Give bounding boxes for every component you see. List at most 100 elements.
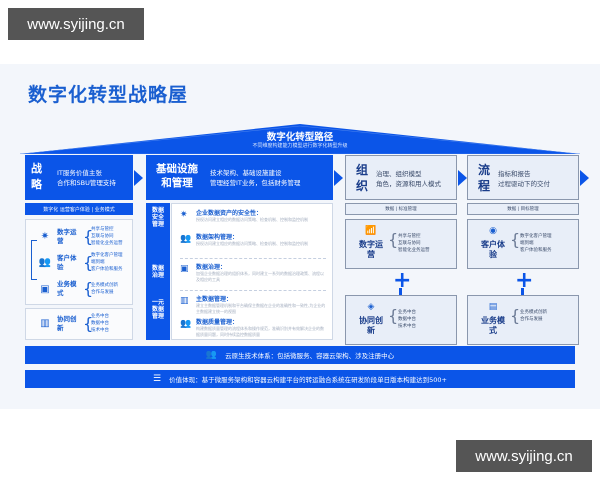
group-item: 技术中台 [91, 328, 109, 333]
people-icon: 👥 [180, 234, 192, 244]
strategy-group: 👥 客户体验 { 数字化客户管理 端到端 客户体验和服务 [26, 252, 132, 273]
process-header: 流程 指标和报告 过程驱动下的交付 [467, 155, 579, 200]
item-title: 数据质量管理： [196, 319, 239, 326]
strategy-group: ▣ 业务模式 { 业务模式创新 合作与发展 [26, 280, 132, 298]
org-label: 组织 [356, 163, 369, 193]
card-item: 数字化客户管理 [520, 234, 552, 239]
item-title: 数据架构管理： [196, 234, 239, 241]
group-item: 业务模式创新 [91, 283, 118, 288]
group-item: 合作与发展 [91, 290, 114, 295]
connector-line [399, 288, 402, 295]
strategy-label: 战略 [31, 162, 42, 191]
infra-body: ✷ 企业数据资产的安全性：授权访问建立相应的数据访问策略、检查机制、控制和监控机… [171, 203, 333, 340]
page-title: 数字化转型战略屋 [28, 84, 189, 106]
card-label: 协同创新 [359, 316, 383, 335]
people-icon: 👥 [205, 350, 218, 360]
infra-item: ✷ 企业数据资产的安全性：授权访问建立相应的数据访问策略、检查机制、控制和监控机… [180, 208, 330, 223]
building-icon: ▥ [40, 318, 50, 329]
strategy-bar: 数字化 运营客户体验 | 业务模式 [25, 203, 133, 215]
arrow-right-icon [458, 170, 467, 186]
band-text: 云原生技术体系：包括微服务、容器云架构、涉及注册中心 [225, 352, 395, 360]
roof-title: 数字化转型路径 [266, 132, 334, 143]
bracket [31, 240, 37, 280]
5g-signal-icon: 📶 [365, 226, 377, 236]
strategy-header: 战略 IT服务价值主张 合作和SBU管理支持 [25, 155, 133, 200]
gear-icon: ✷ [40, 231, 50, 242]
strategy-line: 合作和SBU管理支持 [57, 179, 116, 187]
process-card: ▤ 业务模式 { 业务模式创新 合作与发展 [467, 295, 579, 345]
org-header: 组织 治理、组织模型 角色，资源和用人模式 [345, 155, 457, 200]
item-desc: 构建数据质量管理的流程体系和操作规范，准确识别并有效解决企业的数据质量问题，同时… [196, 326, 324, 337]
strategy-groups-box: ✷ 数字运营 { 共享与管控 互联与协同 智能化业务运营 👥 客户体验 { 数字… [25, 219, 133, 305]
card-item: 数据中台 [398, 317, 416, 322]
infra-item: ▥ 主数据管理：建立主数据管理机制和平台确保主数据在企业的准确性和一致性,为企业… [180, 294, 330, 314]
card-item: 合作与发展 [520, 317, 543, 322]
group-item: 业务中台 [91, 314, 109, 319]
gear-icon: ✷ [180, 210, 188, 220]
group-item: 数字化客户管理 [91, 253, 123, 258]
infra-item: ▣ 数据治理：加强企业数据治理的组织体系，同时建立一系列的数据治理政策、流程以及… [180, 262, 330, 282]
item-desc: 授权访问建立相应的数据访问策略、检查机制、控制和监控机制 [196, 241, 308, 246]
infra-item: 👥 数据架构管理：授权访问建立相应的数据访问策略、检查机制、控制和监控机制 [180, 232, 330, 247]
plus-icon: + [515, 268, 534, 293]
org-card: 📶 数字运营 { 共享与管控 互联与协同 智能化业务运营 [345, 219, 457, 269]
document-icon: ▤ [488, 302, 498, 312]
brace: { [388, 230, 399, 249]
org-line: 治理、组织模型 [376, 170, 422, 178]
brace: { [83, 252, 94, 272]
infra-header: 基础设施和管理 技术架构、基础设施建设 管理经营IT业务，包括财务管理 [146, 155, 333, 200]
card-label: 业务模式 [481, 316, 505, 335]
group-item: 数据中台 [91, 321, 109, 326]
side-label: 数据安全管理 [152, 207, 165, 228]
value-band: ☰ 价值体现：基于微服务架构和容器云构建平台的转运融合系统在研发阶段单日版本构建… [25, 370, 575, 388]
group-item: 客户体验和服务 [91, 267, 123, 272]
plus-icon: + [393, 268, 412, 293]
brace: { [83, 279, 94, 298]
group-item: 互联与协同 [91, 234, 114, 239]
side-label: 一元数据管理 [152, 299, 165, 320]
divider [180, 258, 326, 259]
infra-side-bar: 数据安全管理 数据治理 一元数据管理 [146, 203, 170, 340]
brace: { [510, 306, 521, 325]
roof-shape [20, 124, 580, 154]
side-label: 数据治理 [152, 265, 165, 279]
band-text: 价值体现：基于微服务架构和容器云构建平台的转运融合系统在研发阶段单日版本构建达到… [169, 376, 447, 384]
watermark-top: www.syijing.cn [8, 8, 144, 40]
cloud-native-band: 👥 云原生技术体系：包括微服务、容器云架构、涉及注册中心 [25, 346, 575, 364]
org-line: 角色，资源和用人模式 [376, 180, 441, 188]
network-icon: ◈ [367, 302, 375, 312]
card-item: 业务中台 [398, 310, 416, 315]
group-item: 端到端 [91, 260, 105, 265]
brace: { [83, 313, 94, 333]
strategy-line: IT服务价值主张 [57, 169, 102, 177]
group-label: 协同创新 [57, 314, 77, 332]
group-label: 客户体验 [57, 253, 77, 271]
infra-label: 基础设施和管理 [156, 163, 198, 189]
card-item: 智能化业务运营 [398, 248, 430, 253]
card-item: 客户体验和服务 [520, 248, 552, 253]
monitor-icon: ▣ [180, 264, 189, 274]
arrow-right-icon [134, 170, 143, 186]
brace: { [510, 230, 521, 249]
item-desc: 授权访问建立相应的数据访问策略、检查机制、控制和监控机制 [196, 217, 308, 222]
divider [180, 290, 326, 291]
card-item: 端到端 [520, 241, 534, 246]
brace: { [388, 306, 399, 325]
infra-line: 管理经营IT业务，包括财务管理 [210, 179, 301, 187]
card-label: 客户体验 [481, 240, 505, 259]
group-label: 业务模式 [57, 280, 77, 297]
roof-subtitle: 不同维度构建能力模型进行数字化转型升级 [252, 143, 348, 149]
org-tag: 数据 | 标准管理 [345, 203, 457, 215]
chart-icon: ☰ [153, 374, 162, 384]
strategy-group: ▥ 协同创新 { 业务中台 数据中台 技术中台 [26, 313, 132, 334]
arrow-right-icon [334, 170, 343, 186]
infra-line: 技术架构、基础设施建设 [210, 169, 282, 177]
process-card: ◉ 客户体验 { 数字化客户管理 端到端 客户体验和服务 [467, 219, 579, 269]
brace: { [83, 226, 94, 246]
globe-icon: ◉ [489, 226, 497, 236]
group-item: 智能化业务运营 [91, 241, 123, 246]
infra-item: 👥 数据质量管理：构建数据质量管理的流程体系和操作规范，准确识别并有效解决企业的… [180, 317, 330, 337]
card-item: 共享与管控 [398, 234, 421, 239]
item-desc: 建立主数据管理机制和平台确保主数据在企业的准确性和一致性,为企业的主数据建立统一… [196, 303, 326, 314]
people-icon: 👥 [180, 319, 192, 329]
